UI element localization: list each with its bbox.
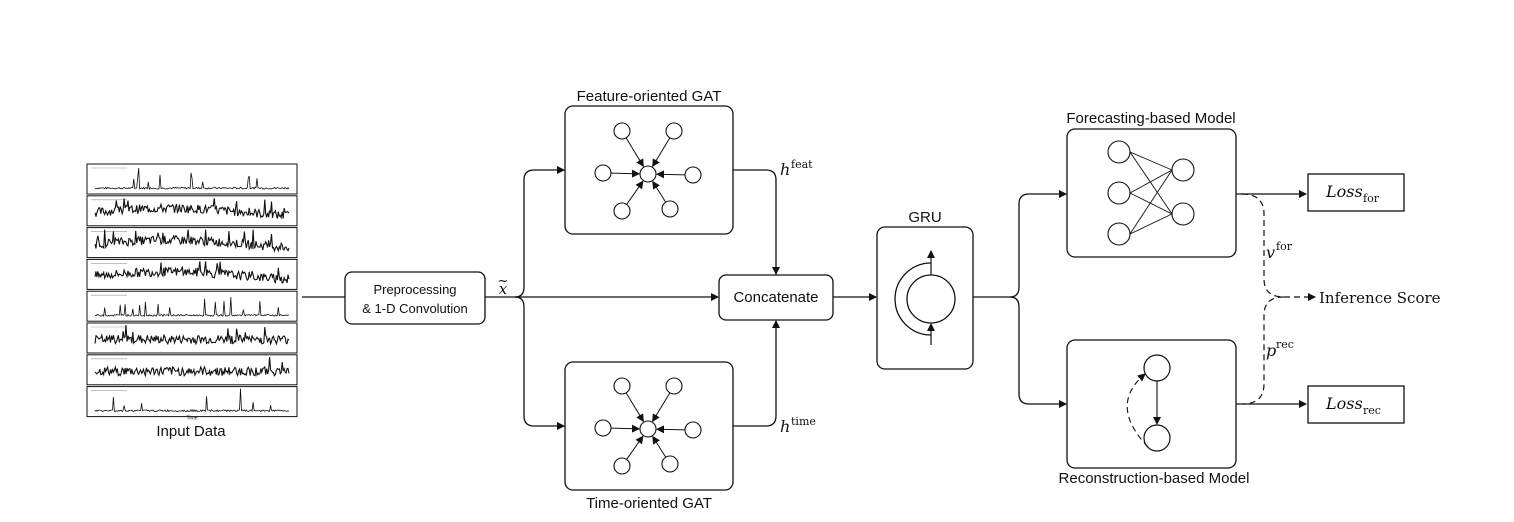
graph-node [661,455,679,473]
feature-gat-title: Feature-oriented GAT [577,88,722,105]
mlp-neuron [1107,140,1131,164]
graph-edge [655,425,686,434]
graph-edge [626,180,644,205]
mlp-connection [1129,169,1173,235]
time-gat-graph [594,377,702,475]
graph-node [684,421,702,439]
feature-gat-graph [594,122,702,220]
forecast-mlp-network [1107,140,1195,246]
graph-edge [652,180,667,203]
vae-bottom-node [1143,424,1171,452]
v-for-sup: for [1276,240,1293,253]
graph-edge [610,169,641,178]
v-for-base: v [1266,243,1275,262]
input-series-line [94,229,290,253]
reconstruct-model-title: Reconstruction-based Model [1059,470,1250,487]
gru-cell-circle [906,274,956,324]
preprocessing-label-line1: Preprocessing [373,282,456,297]
loss-for-box [1307,173,1405,212]
mlp-connection [1129,213,1173,235]
input-series-line [94,324,290,346]
input-series-panel [86,227,298,259]
loss-for-base: Loss [1325,182,1363,201]
graph-node [665,377,683,395]
mlp-connection [1129,169,1173,194]
graph-node [613,457,631,475]
preprocessing-box [344,271,486,325]
inference-dashed-brace [1241,193,1285,405]
graph-node [661,200,679,218]
graph-edge [655,170,686,179]
graph-node [594,164,612,182]
x-tilde-symbol: x [499,280,508,298]
graph-edge [652,392,671,423]
input-series-line [94,297,290,318]
split-to-feature-gat-line [514,166,565,298]
input-series-panel [86,322,298,354]
time-gat-title: Time-oriented GAT [586,495,712,512]
graph-edge [626,435,644,460]
gru-to-reconstruct-line [1009,296,1067,408]
mlp-neuron [1107,222,1131,246]
graph-edge [625,392,644,423]
input-data-panels: Time [86,163,298,421]
graph-edge [652,137,671,168]
input-series-line [94,198,290,220]
graph-node [665,122,683,140]
graph-edge [610,424,641,433]
loss-for-sub: for [1363,192,1380,205]
loss-rec-base: Loss [1325,394,1363,413]
mlp-connection [1129,151,1173,215]
graph-center-node [639,165,657,183]
x-tilde-accent: ~ [498,274,509,289]
loss-rec-sub: rec [1363,404,1381,417]
graph-edge [652,435,667,458]
forecast-model-box [1066,128,1237,258]
p-rec-base: p [1266,341,1276,360]
graph-node [613,202,631,220]
time-axis-label: Time [187,415,198,421]
gru-title: GRU [908,209,941,226]
graph-center-node [639,420,657,438]
gru-recurrent-arc [894,262,932,336]
graph-node [613,377,631,395]
split-to-time-gat-line [514,296,565,430]
mlp-connection [1129,151,1173,171]
gru-to-forecast-line [973,190,1067,298]
graph-node [684,166,702,184]
input-data-label: Input Data [156,423,226,440]
mlp-neuron [1171,158,1195,182]
time-gat-to-concat-line [733,320,780,427]
graph-node [613,122,631,140]
h-feat-sup: feat [791,158,813,171]
input-series-line [94,167,290,191]
graph-node [594,419,612,437]
vae-infer-dashed-arrow [1126,373,1149,448]
forecast-model-title: Forecasting-based Model [1066,110,1235,127]
mlp-neuron [1107,181,1131,205]
h-feat-base: h [780,160,790,179]
input-series-panel [86,290,298,322]
feature-gat-to-concat-line [733,169,780,275]
loss-rec-box [1307,385,1405,424]
mlp-connection [1129,192,1173,215]
input-series-line [94,261,290,285]
inference-score-label: Inference Score [1319,289,1441,307]
mlp-neuron [1171,202,1195,226]
h-time-sup: time [791,415,816,428]
preprocessing-label-line2: & 1-D Convolution [362,301,468,316]
concatenate-label: Concatenate [733,289,818,306]
input-series-line [94,388,290,413]
input-series-line [94,356,290,378]
graph-edge [625,137,644,168]
p-rec-sup: rec [1276,338,1294,351]
h-time-base: h [780,417,790,436]
vae-top-node [1143,354,1171,382]
